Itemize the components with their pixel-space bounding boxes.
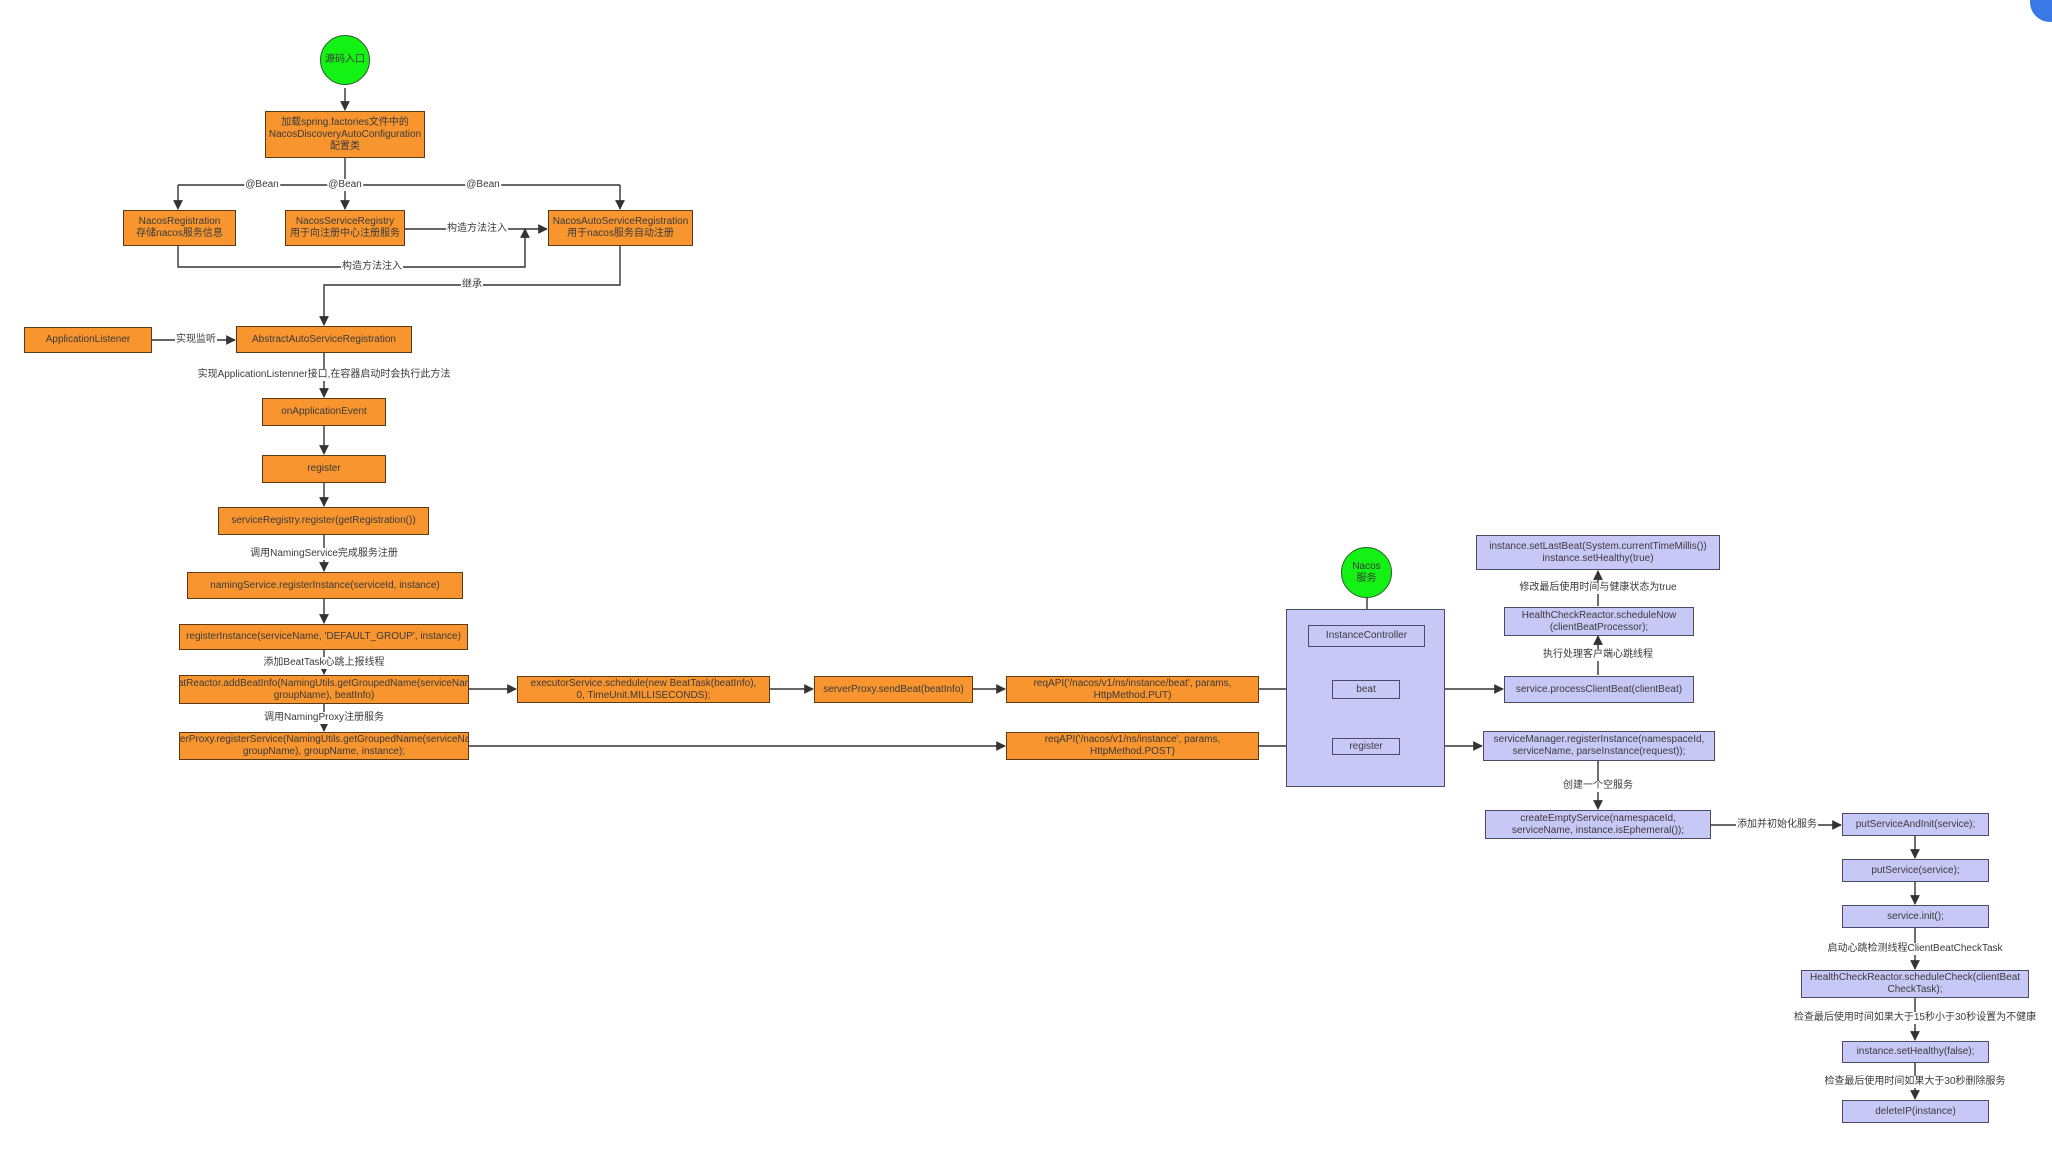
create-empty-service-node: createEmptyService(namespaceId, serviceN… [1485,810,1711,839]
server-proxy-send-beat-node: serverProxy.sendBeat(beatInfo) [814,676,973,703]
register-endpoint-node: register [1332,738,1400,755]
edge-label-call-naming-proxy: 调用NamingProxy注册服务 [262,712,386,724]
nacos-registration-node: NacosRegistration 存储nacos服务信息 [123,210,236,246]
beat-reactor-add-beat-info-node: beatReactor.addBeatInfo(NamingUtils.getG… [179,675,469,704]
application-listener-node: ApplicationListener [24,327,152,353]
instance-controller-node: InstanceController [1308,625,1425,647]
edge-label-call-naming-service: 调用NamingService完成服务注册 [249,548,399,560]
edge-label-add-beat-task: 添加BeatTask心跳上报线程 [262,657,386,669]
set-healthy-false-node: instance.setHealthy(false); [1842,1041,1989,1063]
edge-label-bean-3: @Bean [465,179,501,191]
load-factories-node: 加载spring.factories文件中的 NacosDiscoveryAut… [265,111,425,158]
edge-label-bean-2: @Bean [327,179,363,191]
put-service-node: putService(service); [1842,859,1989,882]
server-proxy-register-service-node: serverProxy.registerService(NamingUtils.… [179,732,469,760]
executor-service-schedule-node: executorService.schedule(new BeatTask(be… [517,676,770,703]
req-api-instance-node: reqAPI('/nacos/v1/ns/instance', params, … [1006,732,1259,760]
service-registry-register-node: serviceRegistry.register(getRegistration… [218,507,429,535]
beat-endpoint-node: beat [1332,680,1400,699]
edge-label-extends: 继承 [461,279,483,291]
edge-label-check-delete: 检查最后使用时间如果大于30秒删除服务 [1823,1076,2007,1088]
edge-label-constructor-inject-2: 构造方法注入 [341,261,403,273]
edge-label-add-and-init: 添加并初始化服务 [1736,819,1818,831]
schedule-check-node: HealthCheckReactor.scheduleCheck(clientB… [1801,970,2029,998]
edge-label-bean-1: @Bean [244,179,280,191]
register-instance-node: registerInstance(serviceName, 'DEFAULT_G… [179,624,468,650]
edge-label-constructor-inject-1: 构造方法注入 [446,223,508,235]
edge-label-start-heartbeat-check: 启动心跳检测线程ClientBeatCheckTask [1826,943,2004,955]
nacos-service-node: Nacos 服务 [1341,547,1392,598]
service-init-node: service.init(); [1842,905,1989,928]
edge-label-create-empty: 创建一个空服务 [1562,780,1634,792]
on-application-event-node: onApplicationEvent [262,398,386,426]
delete-ip-node: deleteIP(instance) [1842,1100,1989,1123]
put-service-and-init-node: putServiceAndInit(service); [1842,813,1989,836]
service-manager-register-instance-node: serviceManager.registerInstance(namespac… [1483,731,1715,761]
source-entry-node: 源码入口 [320,35,370,85]
naming-service-register-instance-node: namingService.registerInstance(serviceId… [187,572,463,599]
edge-label-handle-heartbeat: 执行处理客户端心跳线程 [1542,649,1654,661]
schedule-now-node: HealthCheckReactor.scheduleNow (clientBe… [1504,607,1694,636]
process-client-beat-node: service.processClientBeat(clientBeat) [1504,676,1694,703]
nacos-service-registry-node: NacosServiceRegistry 用于向注册中心注册服务 [285,210,405,246]
edge-label-implements-listener: 实现监听 [175,334,217,346]
edge-label-check-unhealthy: 检查最后使用时间如果大于15秒小于30秒设置为不健康 [1792,1012,2038,1024]
req-api-beat-node: reqAPI('/nacos/v1/ns/instance/beat', par… [1006,676,1259,703]
edge-label-update-last-used: 修改最后使用时间与健康状态为true [1518,582,1678,594]
set-last-beat-node: instance.setLastBeat(System.currentTimeM… [1476,535,1720,570]
register-node: register [262,455,386,483]
corner-badge-icon[interactable] [2030,0,2052,22]
nacos-auto-service-registration-node: NacosAutoServiceRegistration 用于nacos服务自动… [548,210,693,246]
edge-label-implements-listener-interface: 实现ApplicationListenner接口,在容器启动时会执行此方法 [196,369,452,381]
abstract-auto-service-registration-node: AbstractAutoServiceRegistration [236,326,412,353]
